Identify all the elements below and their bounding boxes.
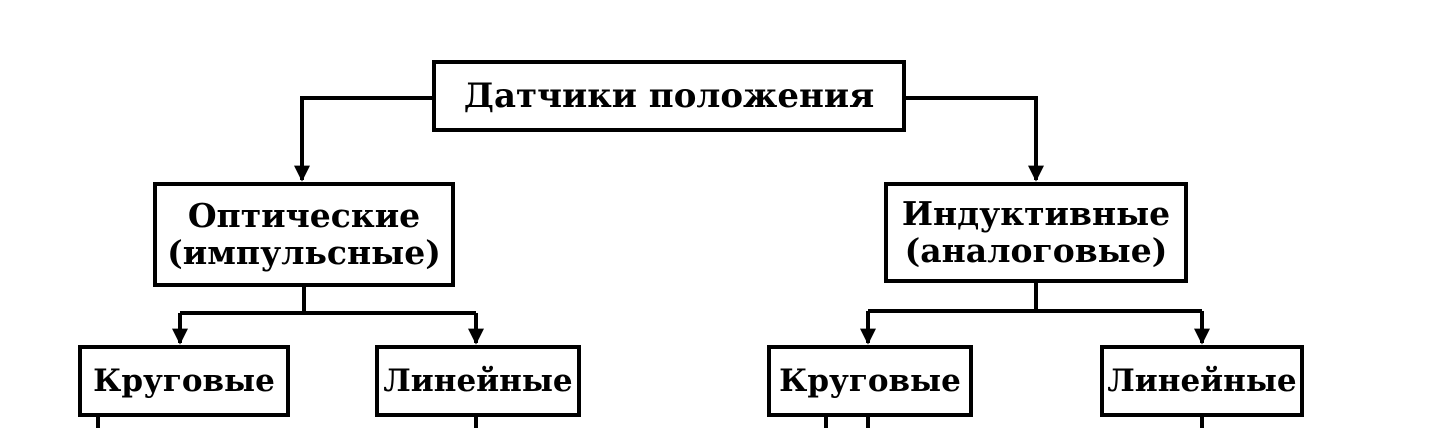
- connector-root-left: [294, 96, 432, 182]
- node-inductive-line2: (аналоговые): [904, 230, 1168, 270]
- root-node-label: Датчики положения: [463, 75, 875, 116]
- node-label: Линейные: [383, 362, 573, 399]
- root-node-position-sensors: Датчики положения: [432, 60, 906, 132]
- node-label: Круговые: [93, 362, 275, 399]
- node-inductive-line1: Индуктивные: [901, 193, 1171, 233]
- node-optical-sensors: Оптические (импульсные): [153, 182, 455, 287]
- node-inductive-linear: Линейные: [1100, 345, 1304, 417]
- node-optical-line2: (импульсные): [167, 232, 441, 272]
- node-label: Круговые: [779, 362, 961, 399]
- connector-root-right: [906, 96, 1044, 182]
- node-optical-linear: Линейные: [375, 345, 581, 417]
- node-optical-line1: Оптические: [187, 195, 421, 235]
- node-label: Линейные: [1107, 362, 1297, 399]
- node-inductive-circular: Круговые: [767, 345, 973, 417]
- node-optical-circular: Круговые: [78, 345, 290, 417]
- node-inductive-sensors: Индуктивные (аналоговые): [884, 182, 1188, 283]
